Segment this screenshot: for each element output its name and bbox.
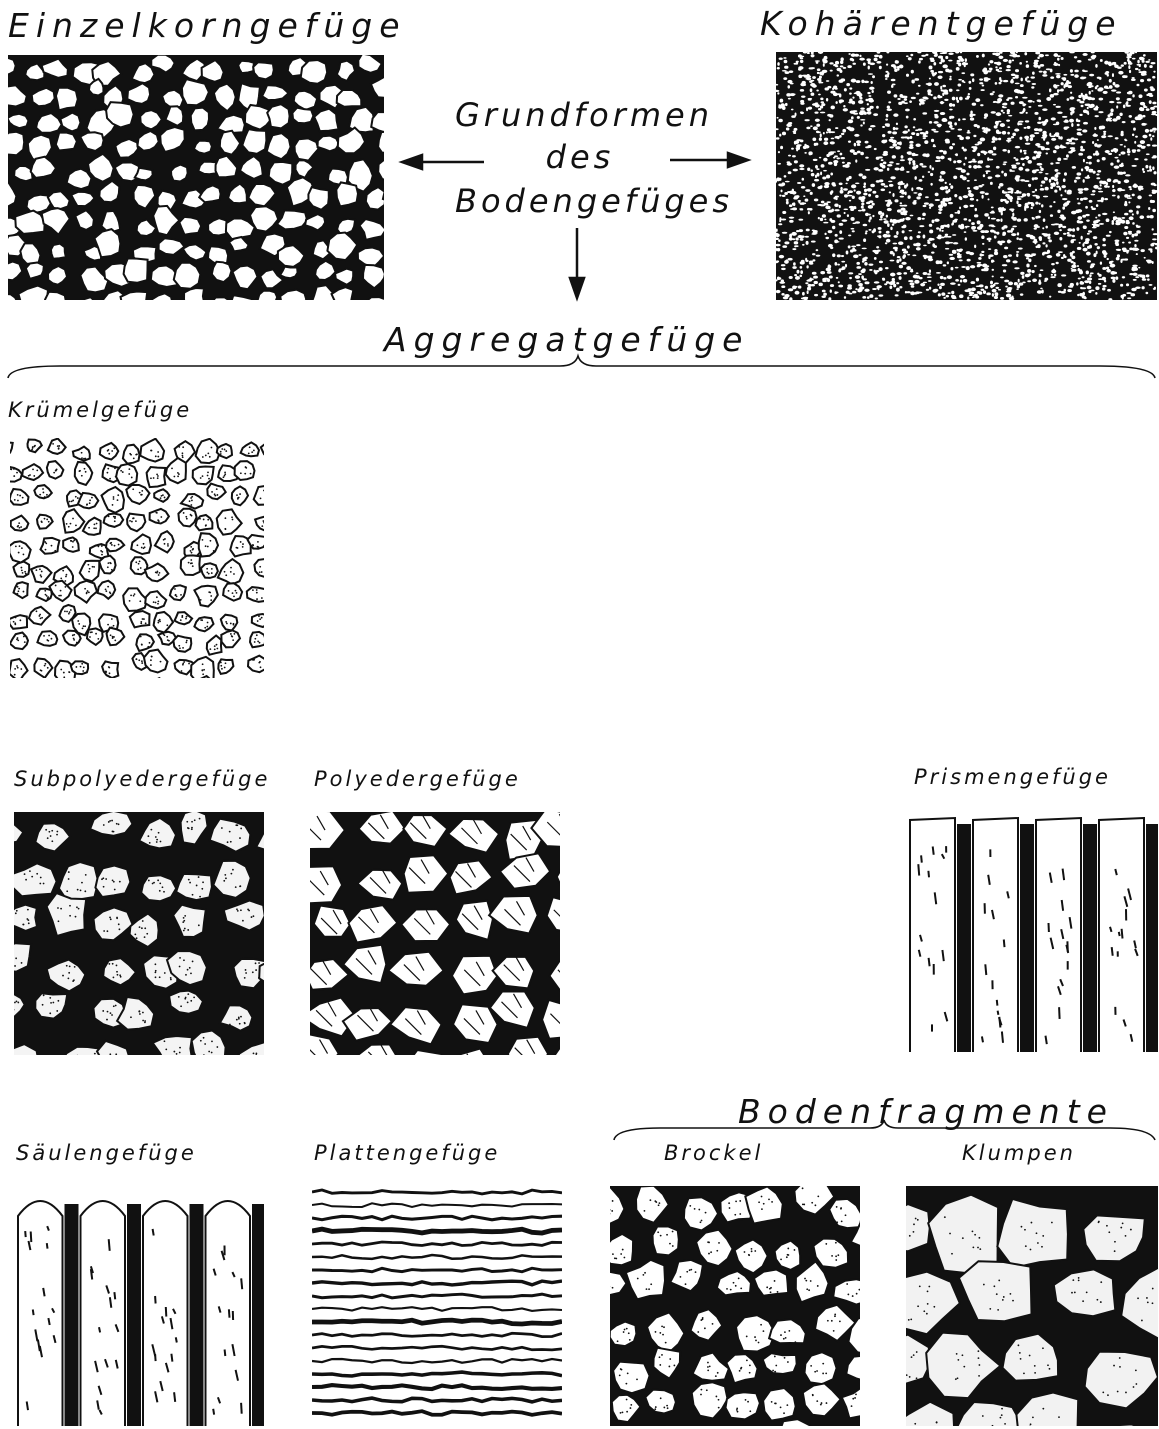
panel-saeulengefuege: [14, 1186, 264, 1426]
brace-aggregatgefuege: [8, 356, 1155, 378]
arrow-right-head: [728, 153, 748, 167]
brace-bodenfragmente: [614, 1120, 1155, 1140]
panel-kohaerentgefuege: [776, 52, 1157, 300]
panel-kruemelgefuege: [10, 438, 264, 678]
panel-brockel: [610, 1186, 860, 1426]
arrow-down-head: [570, 278, 584, 298]
panel-klumpen: [906, 1186, 1158, 1426]
panel-subpolyedergefuege: [14, 812, 264, 1055]
panel-polyedergefuege: [310, 812, 560, 1055]
arrow-left-head: [402, 155, 422, 169]
panel-einzelkorngefuege: [8, 55, 384, 300]
panel-prismengefuege: [906, 806, 1158, 1052]
panel-plattengefuege: [312, 1186, 562, 1426]
